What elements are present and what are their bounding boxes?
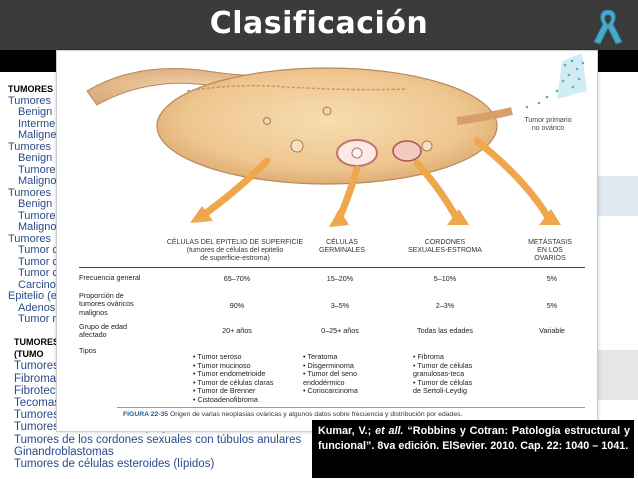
- ovarian-neoplasm-figure: Tumor primario no ovárico CÉLULAS DEL EP…: [56, 50, 598, 432]
- table-cell: 5%: [546, 274, 558, 283]
- row-label-malignant: Proporción de tumores ováricos malignos: [79, 291, 134, 317]
- list-item: Ginandroblastomas: [14, 445, 114, 458]
- column-header-sex-cord: CORDONES SEXUALES-ESTROMA: [408, 239, 482, 254]
- list-item: Epitelio (e: [8, 290, 57, 302]
- tumor-type-item: • Tumor endometrioide: [193, 369, 266, 379]
- background-strip: [596, 350, 638, 400]
- tumor-type-item: • Tumor de células: [413, 360, 473, 370]
- list-item: Tumor r: [18, 313, 57, 325]
- list-item: Adenos: [18, 301, 56, 314]
- column-header-epithelial: CÉLULAS DEL EPITELIO DE SUPERFICIE (tumo…: [166, 239, 304, 262]
- reference-etal: et all.: [375, 425, 404, 437]
- table-cell: 20+ años: [222, 326, 252, 335]
- list-item: Benign: [18, 198, 53, 210]
- list-item: Tumores: [8, 186, 51, 199]
- slide-title: Clasificación: [209, 6, 429, 41]
- column-header-metastasis: METÁSTASIS EN LOS OVARIOS: [528, 239, 572, 262]
- title-bar: [0, 0, 638, 50]
- list-item: Maligno: [18, 175, 57, 187]
- tumor-type-item: endodérmico: [303, 377, 345, 387]
- ovary-illustration: [86, 53, 587, 227]
- tumor-type-item: • Disgerminoma: [303, 360, 354, 370]
- tumor-type-item: • Tumor de células claras: [193, 377, 274, 387]
- list-item: Tumores: [8, 94, 51, 107]
- list-item: Tecomas: [14, 397, 61, 410]
- list-item: Fibroma: [14, 372, 57, 385]
- list-header: TUMORES: [8, 84, 53, 94]
- list-item: Maligno: [18, 221, 57, 233]
- list-item: Tumore: [18, 209, 56, 222]
- list-item: Interme: [18, 117, 56, 130]
- reference-details: “Robbins y Cotran: Patología estructural…: [318, 425, 630, 452]
- list-item: Tumores: [8, 140, 51, 153]
- row-label-age: Grupo de edad afectado: [79, 322, 127, 340]
- table-divider: [117, 407, 585, 408]
- tumor-type-item: • Tumor del seno: [303, 369, 358, 379]
- tumor-type-item: • Tumor mucinoso: [193, 360, 251, 370]
- types-epithelial: • Tumor seroso• Tumor mucinoso• Tumor en…: [193, 352, 274, 405]
- list-item: Carcino: [18, 278, 56, 291]
- table-cell: 5–10%: [433, 274, 457, 283]
- tumor-type-item: • Coriocarcinoma: [303, 386, 358, 396]
- tumor-type-item: • Teratoma: [303, 352, 338, 361]
- table-cell: Todas las edades: [417, 326, 473, 335]
- list-item: Tumores: [14, 409, 59, 422]
- arrow-head: [539, 209, 561, 225]
- background-strip: [596, 176, 638, 216]
- list-item: Tumores: [14, 360, 59, 373]
- table-divider: [79, 267, 585, 268]
- tumor-type-item: • Fibroma: [413, 352, 444, 361]
- list-item: Tumor c: [18, 267, 58, 279]
- types-germinal: • Teratoma• Disgerminoma• Tumor del seno…: [303, 352, 358, 396]
- table-cell: 65–70%: [223, 274, 251, 283]
- table-cell: 0–25+ años: [321, 326, 359, 335]
- tumor-origin-label: Tumor primario no ovárico: [524, 117, 572, 132]
- table-cell: 2–3%: [435, 301, 455, 310]
- ovary-shape: [156, 67, 498, 185]
- list-item: Tumores de los cordones sexuales con túb…: [14, 433, 302, 446]
- table-cell: 90%: [229, 301, 245, 310]
- arrow-head: [329, 209, 349, 227]
- list-item: Tumor c: [18, 244, 58, 256]
- list-item: Tumore: [18, 163, 56, 176]
- arrow-head: [190, 206, 213, 223]
- tumor-type-item: granulosas-teca: [413, 369, 465, 379]
- list-header: TUMORES: [14, 337, 59, 347]
- reference-citation: Kumar, V.; et all. “Robbins y Cotran: Pa…: [312, 420, 634, 478]
- list-item: Fibrotec: [14, 384, 56, 397]
- list-item: Tumores: [8, 232, 51, 245]
- tumor-type-item: • Tumor de células: [413, 377, 473, 387]
- arrow-head: [447, 209, 469, 225]
- row-label-types: Tipos: [79, 346, 97, 355]
- awareness-ribbon-icon: [593, 9, 623, 45]
- list-item: Maligne: [18, 129, 57, 141]
- tumor-type-item: • Tumor seroso: [193, 352, 242, 361]
- types-sex-cord: • Fibroma• Tumor de células granulosas-t…: [413, 352, 473, 396]
- table-cell: 3–5%: [330, 301, 350, 310]
- list-item: Tumores de células esteroides (lípidos): [14, 458, 215, 471]
- list-item: Benign: [18, 152, 53, 164]
- list-item: Tumor c: [18, 255, 58, 268]
- figure-number: FIGURA 22-35: [123, 411, 169, 418]
- caption-text: Origen de varias neoplasias ováricas y a…: [169, 411, 463, 418]
- table-cell: Variable: [539, 326, 565, 335]
- table-cell: 15–20%: [326, 274, 354, 283]
- tumor-type-item: • Cistoadenofibroma: [193, 394, 258, 404]
- figure-caption: FIGURA 22-35 Origen de varias neoplasias…: [123, 411, 462, 418]
- list-header: (TUMO: [14, 349, 44, 360]
- tumor-type-item: • Tumor de Brenner: [193, 386, 256, 396]
- row-label-frequency: Frecuencia general: [79, 273, 141, 282]
- column-header-germinal: CÉLULAS GERMINALES: [319, 239, 365, 254]
- list-item: Benign: [18, 106, 53, 118]
- tumor-type-item: de Sertoli-Leydig: [413, 386, 467, 396]
- table-cell: 5%: [546, 301, 558, 310]
- reference-authors: Kumar, V.;: [318, 425, 372, 437]
